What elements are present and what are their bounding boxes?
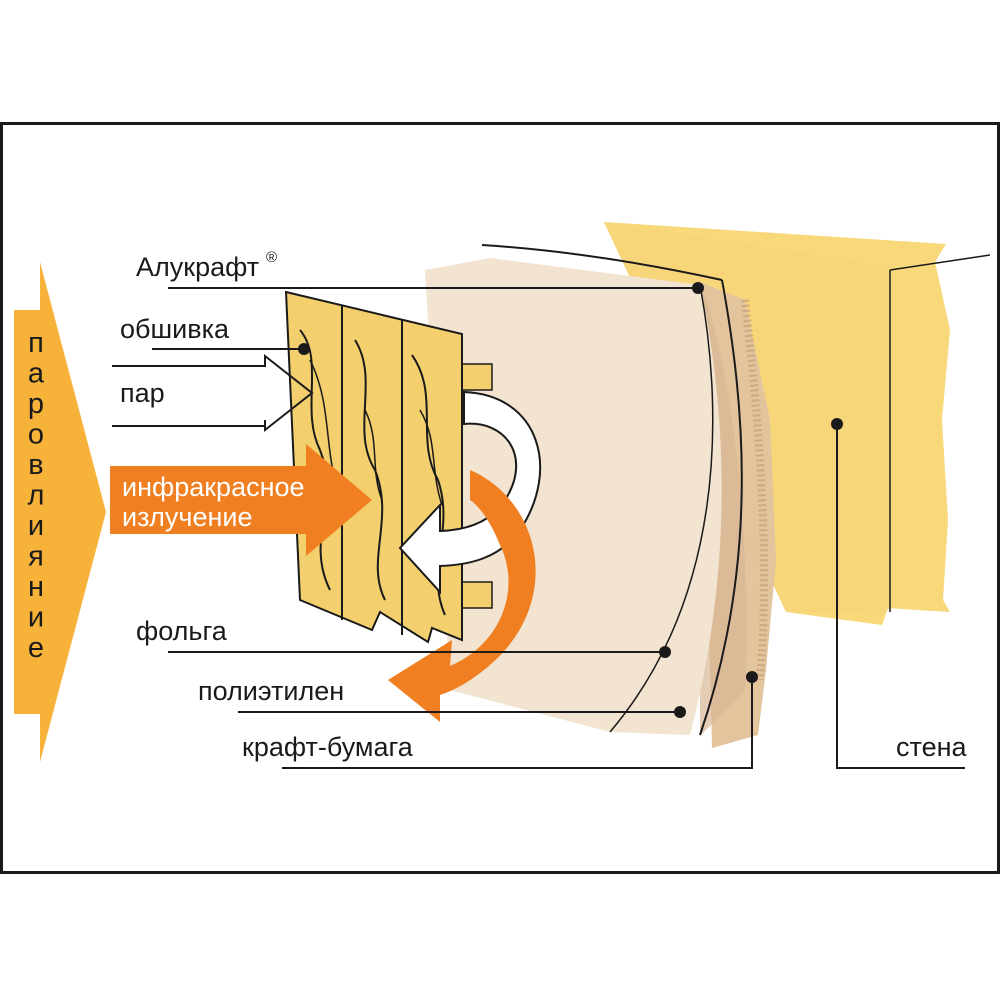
leader-lines	[152, 287, 965, 769]
label-infrared-2: излучение	[122, 502, 253, 532]
vertical-label-char: р	[28, 388, 44, 420]
vertical-label-char: о	[28, 419, 44, 451]
label-alukraft: Алукрафт	[136, 252, 259, 282]
vertical-label-char: я	[28, 541, 44, 573]
label-steam: пар	[120, 378, 165, 408]
vertical-label-char: н	[28, 571, 44, 603]
vertical-label-char: и	[28, 602, 44, 634]
alukraft-membrane	[425, 244, 776, 748]
label-polyethylene: полиэтилен	[198, 676, 344, 706]
vapor-influence-arrow	[14, 262, 106, 762]
vertical-label-char: е	[28, 632, 44, 664]
label-infrared-1: инфракрасное	[122, 472, 305, 502]
vertical-label-char: п	[28, 327, 44, 359]
label-foil: фольга	[136, 616, 228, 646]
steam-arrows	[112, 353, 314, 433]
batten-bottom	[461, 581, 493, 609]
leader-dots	[298, 282, 843, 718]
batten-top	[461, 363, 493, 391]
vertical-label-char: в	[28, 449, 43, 481]
label-cladding: обшивка	[120, 314, 230, 344]
label-registered-mark: ®	[266, 249, 277, 266]
vertical-label-char: л	[28, 480, 45, 512]
vertical-label-char: и	[28, 510, 44, 542]
infrared-arrows	[110, 444, 536, 722]
vertical-label-char: а	[28, 358, 45, 390]
label-wall: стена	[896, 732, 967, 762]
label-kraft-paper: крафт-бумага	[242, 732, 414, 762]
